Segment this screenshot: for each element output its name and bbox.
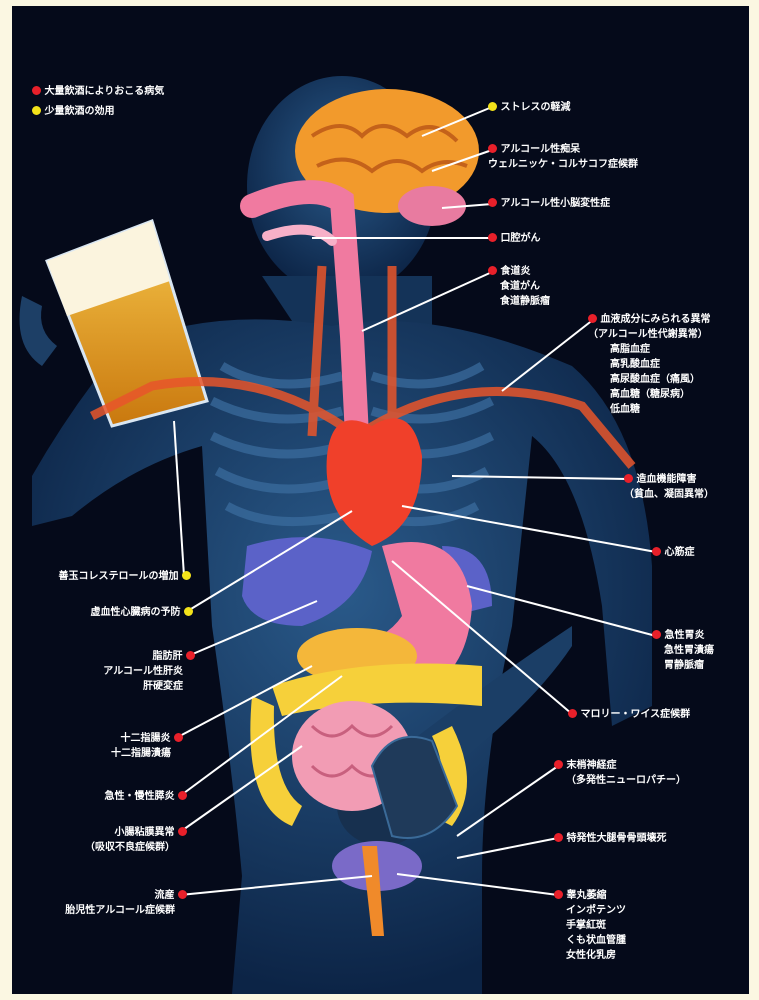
yellow-dot-icon	[32, 106, 41, 115]
label-hdl-text: 善玉コレステロールの増加	[59, 571, 179, 582]
legend-heavy-text: 大量飲酒によりおこる病気	[44, 86, 164, 97]
red-dot-icon	[624, 474, 633, 483]
label-testicular: 睾丸萎縮 インポテンツ 手掌紅斑 くも状血管腫 女性化乳房	[554, 888, 626, 963]
red-dot-icon	[178, 890, 187, 899]
yellow-dot-icon	[182, 571, 191, 580]
red-dot-icon	[488, 233, 497, 242]
label-duodenum: 十二指腸炎 十二指腸潰瘍	[111, 731, 183, 761]
beer-glass-icon	[20, 221, 208, 426]
red-dot-icon	[174, 733, 183, 742]
label-esophagus: 食道炎 食道がん 食道静脈瘤	[488, 264, 550, 309]
red-dot-icon	[178, 827, 187, 836]
red-dot-icon	[588, 314, 597, 323]
red-dot-icon	[488, 144, 497, 153]
label-hyperlipidemia-text: 高脂血症	[588, 342, 710, 357]
label-liver: 脂肪肝 アルコール性肝炎 肝硬変症	[103, 649, 195, 694]
label-blood: 血液成分にみられる異常 （アルコール性代謝異常） 高脂血症 高乳酸血症 高尿酸血…	[588, 312, 710, 417]
label-abortion: 流産 胎児性アルコール症候群	[65, 888, 187, 918]
label-ischemic-text: 虚血性心臓病の予防	[91, 607, 181, 618]
label-malabsorption-text: （吸収不良症候群）	[85, 840, 187, 855]
label-esophagitis-text: 食道炎	[500, 266, 530, 277]
label-femoral: 特発性大腿骨骨頭壊死	[554, 831, 666, 846]
label-gastritis: 急性胃炎 急性胃潰瘍 胃静脈瘤	[652, 628, 714, 673]
label-wernicke-text: ウェルニッケ・コルサコフ症候群	[488, 157, 638, 172]
label-oral-text: 口腔がん	[500, 233, 540, 244]
poster: 大量飲酒によりおこる病気 少量飲酒の効用 ストレスの軽減 アルコール性痴呆 ウェ…	[12, 6, 749, 994]
label-dementia: アルコール性痴呆 ウェルニッケ・コルサコフ症候群	[488, 142, 638, 172]
label-hematopoietic: 造血機能障害 （貧血、凝固異常）	[624, 472, 714, 502]
label-impotence-text: インポテンツ	[554, 903, 626, 918]
red-dot-icon	[488, 198, 497, 207]
label-intestine: 小腸粘膜異常 （吸収不良症候群）	[85, 825, 187, 855]
label-spider-angioma-text: くも状血管腫	[554, 933, 626, 948]
label-oral: 口腔がん	[488, 231, 540, 246]
red-dot-icon	[32, 86, 41, 95]
label-cerebellum: アルコール性小脳変性症	[488, 196, 610, 211]
label-dementia-text: アルコール性痴呆	[500, 144, 580, 155]
label-gastritis-text: 急性胃炎	[664, 630, 704, 641]
red-dot-icon	[652, 547, 661, 556]
red-dot-icon	[554, 890, 563, 899]
label-fetal-alcohol-text: 胎児性アルコール症候群	[65, 903, 187, 918]
label-duodenal-ulcer-text: 十二指腸潰瘍	[111, 746, 183, 761]
label-femoral-text: 特発性大腿骨骨頭壊死	[566, 833, 666, 844]
label-abortion-text: 流産	[155, 890, 175, 901]
label-hyperglycemia-text: 高血糖（糖尿病）	[588, 387, 710, 402]
yellow-dot-icon	[184, 607, 193, 616]
label-hypoglycemia-text: 低血糖	[588, 402, 710, 417]
label-anemia-text: （貧血、凝固異常）	[624, 487, 714, 502]
label-mallory: マロリー・ワイス症候群	[568, 707, 690, 722]
label-esophageal-cancer-text: 食道がん	[488, 279, 550, 294]
label-duodenitis-text: 十二指腸炎	[121, 733, 171, 744]
label-cerebellum-text: アルコール性小脳変性症	[500, 198, 610, 209]
red-dot-icon	[178, 791, 187, 800]
label-neuro: 末梢神経症 （多発性ニューロパチー）	[554, 758, 686, 788]
label-hyperlactic-text: 高乳酸血症	[588, 357, 710, 372]
legend-heavy: 大量飲酒によりおこる病気	[32, 84, 164, 99]
label-hyperuric-text: 高尿酸血症（痛風）	[588, 372, 710, 387]
legend-light-text: 少量飲酒の効用	[44, 106, 114, 117]
red-dot-icon	[568, 709, 577, 718]
label-gynecomastia-text: 女性化乳房	[554, 948, 626, 963]
yellow-dot-icon	[488, 102, 497, 111]
label-cirrhosis-text: 肝硬変症	[103, 679, 195, 694]
label-fatty-liver-text: 脂肪肝	[153, 651, 183, 662]
label-blood-text: 血液成分にみられる異常	[600, 314, 710, 325]
label-stress: ストレスの軽減	[488, 100, 570, 115]
label-testicular-atrophy-text: 睾丸萎縮	[566, 890, 606, 901]
label-palmar-erythema-text: 手掌紅斑	[554, 918, 626, 933]
red-dot-icon	[488, 266, 497, 275]
red-dot-icon	[554, 760, 563, 769]
label-pancreatitis-text: 急性・慢性膵炎	[105, 791, 175, 802]
label-hepatitis-text: アルコール性肝炎	[103, 664, 195, 679]
label-ischemic: 虚血性心臓病の予防	[91, 605, 193, 620]
label-stress-text: ストレスの軽減	[500, 102, 570, 113]
label-neuropathy-text: 末梢神経症	[566, 760, 616, 771]
label-intestine-text: 小腸粘膜異常	[115, 827, 175, 838]
label-pancreas: 急性・慢性膵炎	[105, 789, 187, 804]
red-dot-icon	[186, 651, 195, 660]
red-dot-icon	[554, 833, 563, 842]
label-polyneuropathy-text: （多発性ニューロパチー）	[554, 773, 686, 788]
label-metabolic-text: （アルコール性代謝異常）	[588, 327, 710, 342]
label-hematopoietic-text: 造血機能障害	[636, 474, 696, 485]
label-hdl: 善玉コレステロールの増加	[59, 569, 191, 584]
label-esophageal-varices-text: 食道静脈瘤	[488, 294, 550, 309]
label-mallory-text: マロリー・ワイス症候群	[580, 709, 690, 720]
label-gastric-varices-text: 胃静脈瘤	[652, 658, 714, 673]
label-cardiomyopathy: 心筋症	[652, 545, 694, 560]
red-dot-icon	[652, 630, 661, 639]
legend-light: 少量飲酒の効用	[32, 104, 114, 119]
label-cardiomyopathy-text: 心筋症	[664, 547, 694, 558]
label-gastric-ulcer-text: 急性胃潰瘍	[652, 643, 714, 658]
